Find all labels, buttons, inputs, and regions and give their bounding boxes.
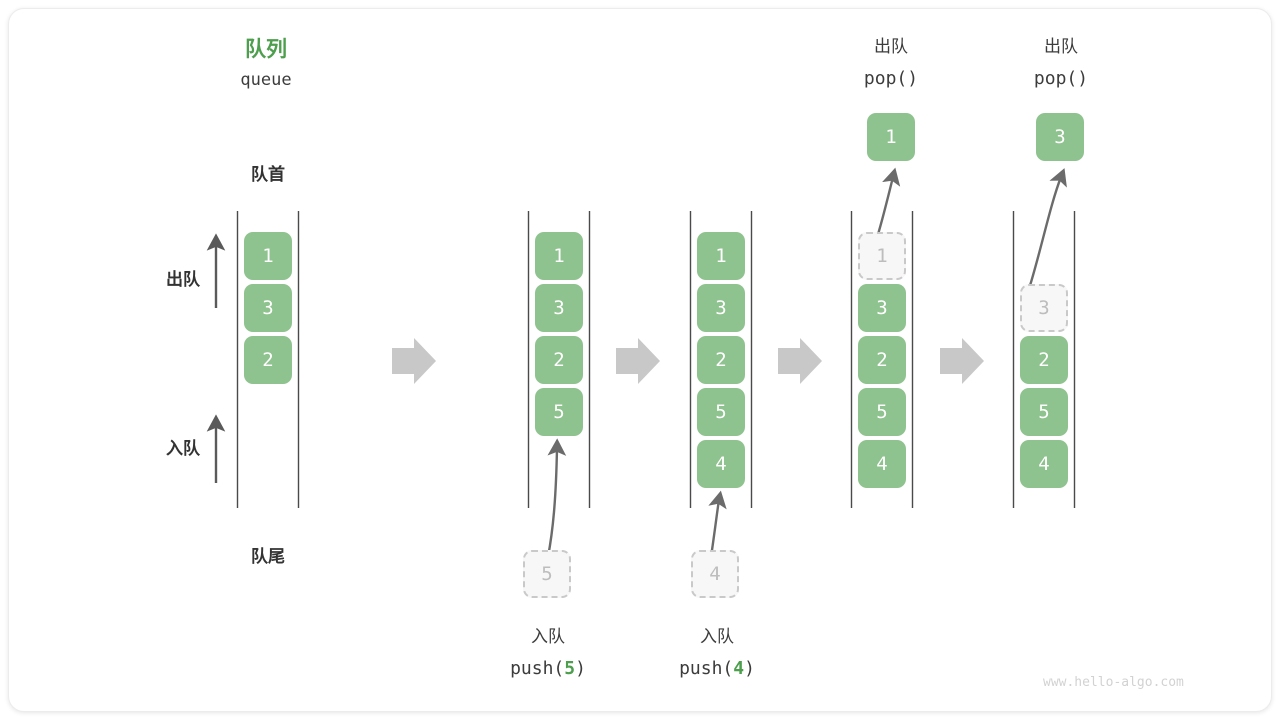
queue-rails-push-4 — [689, 211, 753, 508]
dequeue-label: 出队 — [166, 270, 200, 290]
push-5-code-arg: 5 — [564, 658, 576, 679]
queue-cell: 5 — [697, 388, 745, 436]
queue-cell: 3 — [535, 284, 583, 332]
queue-cell: 1 — [697, 232, 745, 280]
queue-rails-pop-3 — [1012, 211, 1076, 508]
queue-cell: 5 — [535, 388, 583, 436]
pop-3-header-cn: 出队 — [1044, 37, 1078, 57]
step-arrow-1 — [392, 338, 436, 384]
queue-cell: 1 — [535, 232, 583, 280]
incoming-element-ghost: 5 — [523, 550, 571, 598]
watermark: www.hello-algo.com — [1043, 675, 1184, 690]
queue-cell: 4 — [858, 440, 906, 488]
push-5-caption-code: push(5) — [483, 658, 613, 679]
step-arrow-4 — [940, 338, 984, 384]
push-4-caption-code: push(4) — [652, 658, 782, 679]
push-4-code-suffix: ) — [744, 658, 755, 679]
front-label: 队首 — [251, 165, 285, 185]
queue-title-en: queue — [240, 70, 292, 90]
pop-3-arrow — [1026, 168, 1067, 293]
queue-cell: 3 — [697, 284, 745, 332]
queue-cell: 1 — [244, 232, 292, 280]
pop-1-header-cn: 出队 — [874, 37, 908, 57]
push-4-code-arg: 4 — [733, 658, 745, 679]
queue-title-cn: 队列 — [245, 37, 287, 61]
step-arrow-3 — [778, 338, 822, 384]
rear-label: 队尾 — [251, 547, 285, 567]
queue-cell: 2 — [1020, 336, 1068, 384]
push-5-code-prefix: push( — [510, 658, 565, 679]
queue-rails-pop-1 — [850, 211, 914, 508]
push-5-code-suffix: ) — [575, 658, 586, 679]
queue-cell: 2 — [697, 336, 745, 384]
queue-cell: 4 — [697, 440, 745, 488]
incoming-element-ghost: 4 — [691, 550, 739, 598]
queue-rails-initial — [236, 211, 300, 508]
queue-cell-ghost: 1 — [858, 232, 906, 280]
pop-3-header-code: pop() — [1033, 68, 1089, 89]
push-4-code-prefix: push( — [679, 658, 734, 679]
queue-cell: 5 — [858, 388, 906, 436]
push-4-caption-cn: 入队 — [700, 627, 734, 647]
queue-cell-ghost: 3 — [1020, 284, 1068, 332]
popped-element: 3 — [1036, 113, 1084, 161]
queue-cell: 4 — [1020, 440, 1068, 488]
pop-1-header-code: pop() — [863, 68, 919, 89]
queue-rails-push-5 — [527, 211, 591, 508]
push-4-arrow — [708, 490, 727, 558]
popped-element: 1 — [867, 113, 915, 161]
enqueue-label: 入队 — [166, 439, 200, 459]
queue-cell: 3 — [244, 284, 292, 332]
push-5-arrow — [546, 438, 567, 558]
queue-cell: 2 — [858, 336, 906, 384]
step-arrow-2 — [616, 338, 660, 384]
push-5-caption-cn: 入队 — [531, 627, 565, 647]
queue-cell: 2 — [244, 336, 292, 384]
queue-cell: 3 — [858, 284, 906, 332]
queue-cell: 2 — [535, 336, 583, 384]
queue-cell: 5 — [1020, 388, 1068, 436]
